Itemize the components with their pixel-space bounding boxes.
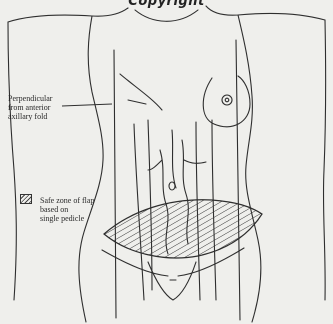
vessel-center — [172, 130, 176, 188]
umbilicus — [169, 182, 175, 190]
areola-center — [225, 98, 229, 102]
callout-line: single pedicle — [40, 214, 94, 223]
left-chest-mark — [128, 100, 146, 104]
right-arm-outline — [323, 20, 325, 300]
left-body-outline — [79, 16, 103, 322]
safe-zone-callout: Safe zone of flap based on single pedicl… — [40, 196, 94, 223]
callout-line: based on — [40, 205, 94, 214]
safe-zone-flap — [104, 200, 262, 258]
left-chest-contour — [120, 74, 162, 110]
callout-line: from anterior — [8, 103, 52, 112]
pubic-outline — [148, 262, 196, 300]
left-axillary-line — [114, 50, 116, 318]
perpendicular-leader-line — [62, 104, 112, 106]
callout-line: axillary fold — [8, 112, 52, 121]
left-shoulder-outline — [8, 8, 128, 22]
right-body-outline — [238, 15, 261, 322]
perpendicular-callout: Perpendicular from anterior axillary fol… — [8, 94, 52, 121]
callout-line: Perpendicular — [8, 94, 52, 103]
callout-line: Safe zone of flap — [40, 196, 94, 205]
neck-outline — [135, 10, 198, 21]
hatch-legend-swatch — [20, 194, 32, 204]
right-shoulder-outline — [206, 6, 325, 20]
left-arm-outline — [8, 22, 16, 300]
nipple — [222, 95, 232, 105]
vessel-right-branch — [184, 160, 206, 163]
right-axillary-line — [236, 40, 240, 320]
